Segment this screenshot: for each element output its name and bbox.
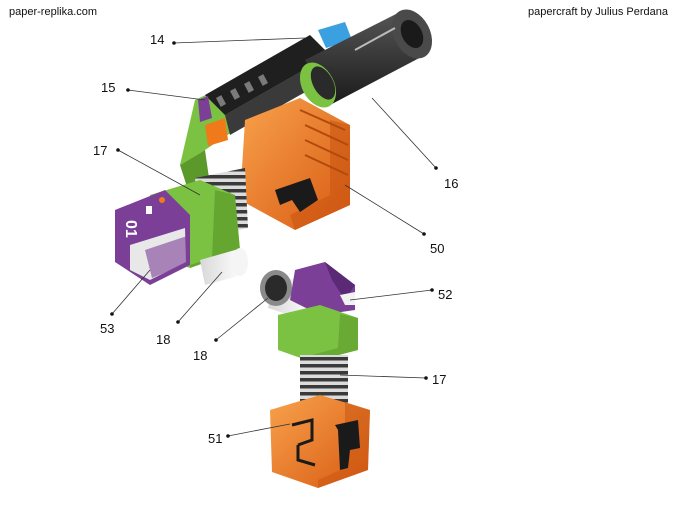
gun-body-part — [180, 22, 352, 190]
part-label-53: 53 — [100, 321, 114, 336]
author-credit: papercraft by Julius Perdana — [527, 6, 668, 18]
grip-block-part: 01 — [115, 180, 240, 285]
site-url: paper-replika.com — [9, 6, 98, 18]
leader-dots — [110, 41, 438, 438]
lower-connector-part — [278, 262, 358, 362]
trigger-hand-part — [240, 98, 350, 230]
part-label-17-upper: 17 — [93, 143, 107, 158]
part-label-50: 50 — [430, 241, 444, 256]
lower-hand-part — [270, 395, 370, 488]
svg-text:01: 01 — [122, 220, 139, 238]
part-label-18-lower: 18 — [193, 348, 207, 363]
leader-lines — [111, 37, 437, 437]
part-label-52: 52 — [438, 287, 452, 302]
part-label-51: 51 — [208, 431, 222, 446]
white-cylinder-upper-part — [200, 248, 248, 285]
part-label-16: 16 — [444, 176, 458, 191]
part-label-18-upper: 18 — [156, 332, 170, 347]
part-label-14: 14 — [150, 32, 164, 47]
part-label-15: 15 — [101, 80, 115, 95]
part-label-17-lower: 17 — [432, 372, 446, 387]
barrel-part — [299, 9, 433, 108]
spring-lower-part — [300, 355, 348, 405]
